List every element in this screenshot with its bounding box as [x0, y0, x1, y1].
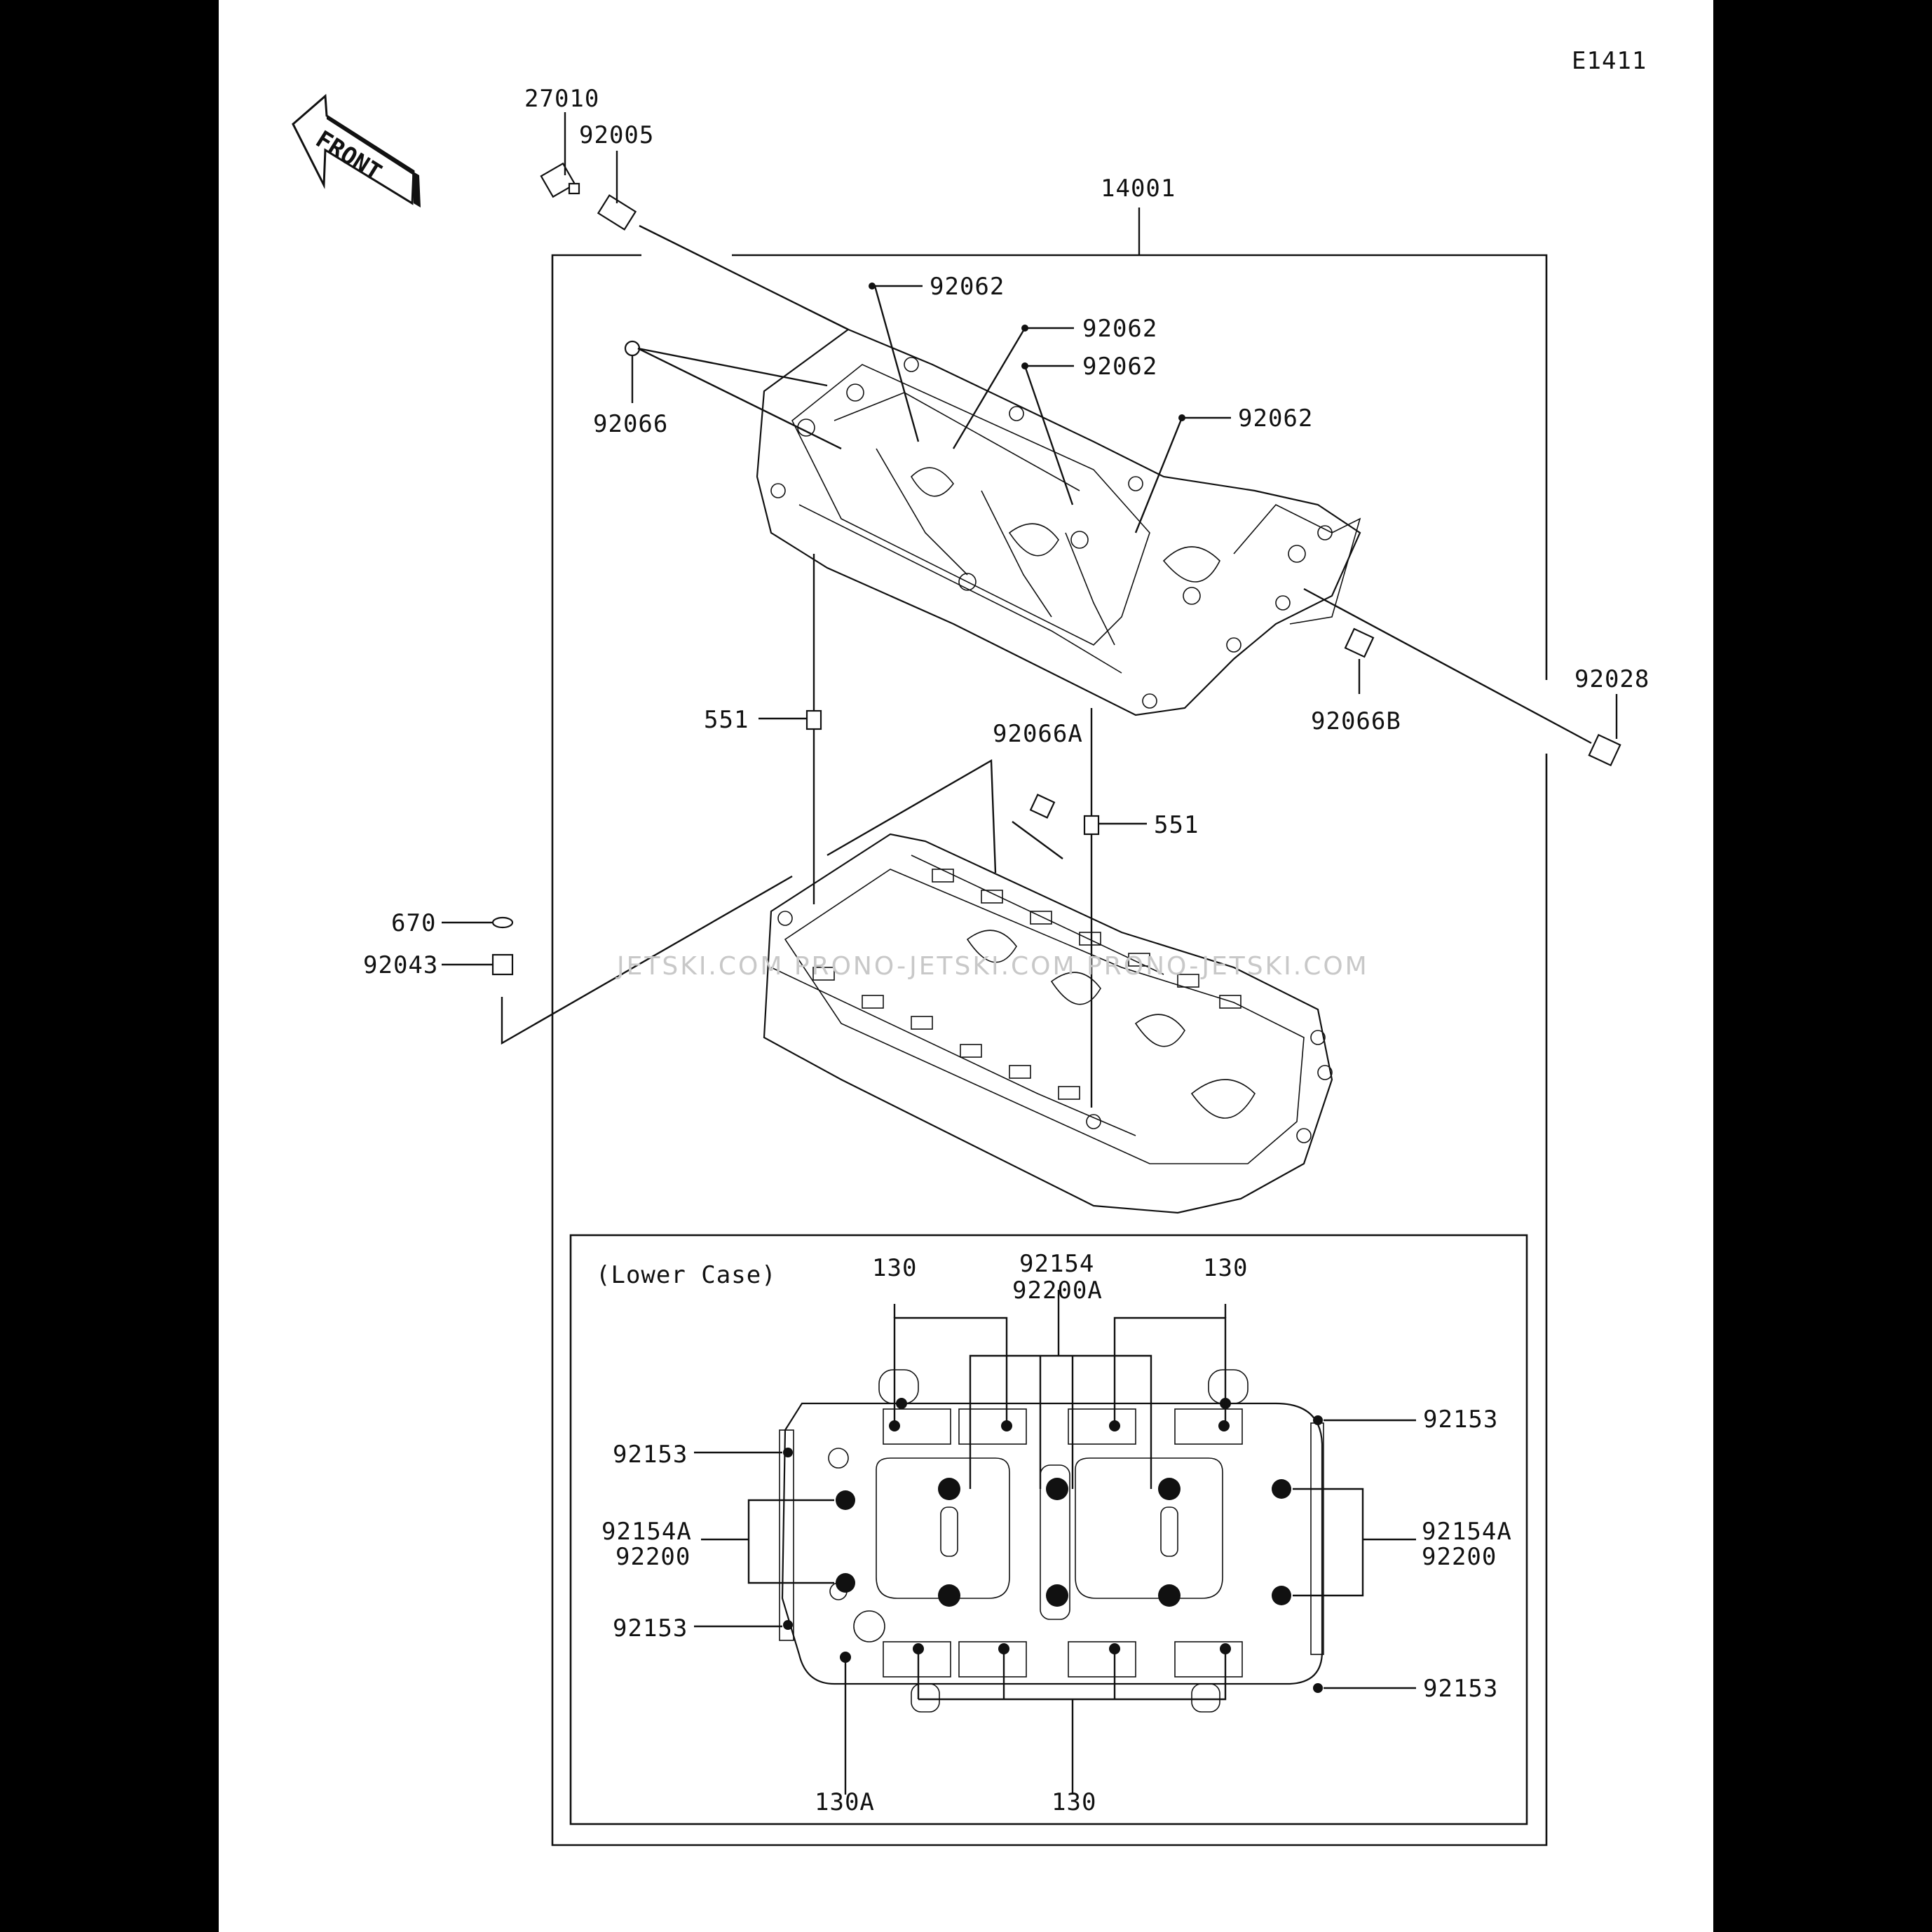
- upper-crankcase: [756, 328, 1361, 716]
- lower-case-bottom-view: [779, 1369, 1324, 1713]
- callout-92062-a[interactable]: 92062: [930, 273, 1005, 301]
- assembly-box: [551, 208, 1548, 1846]
- leader-lines: [442, 112, 1618, 1108]
- small-parts: [491, 162, 1621, 976]
- inset-callout-92154A-right[interactable]: 92154A: [1422, 1518, 1512, 1546]
- dowel-551-a-icon: [805, 709, 822, 730]
- inset-callout-130-a[interactable]: 130: [872, 1254, 917, 1282]
- lower-case-bolt-row: [812, 869, 1241, 1100]
- callout-92062-d[interactable]: 92062: [1238, 404, 1313, 433]
- watermark: JETSKI.COM PRONO-JETSKI.COM PRONO-JETSKI…: [615, 952, 1369, 981]
- inset-title: (Lower Case): [596, 1261, 777, 1289]
- plug-92066B-icon: [1344, 627, 1375, 658]
- callout-92028[interactable]: 92028: [1574, 665, 1649, 693]
- inset-leaders: [694, 1290, 1416, 1795]
- inset-callout-92153-c[interactable]: 92153: [613, 1614, 688, 1642]
- inset-callout-130-b[interactable]: 130: [1203, 1254, 1248, 1282]
- inset-callout-92200A[interactable]: 92200A: [1012, 1277, 1103, 1305]
- bolt-holes: [783, 1398, 1323, 1693]
- callout-92005[interactable]: 92005: [579, 121, 654, 149]
- lower-case-inset: [569, 1234, 1528, 1825]
- callout-27010[interactable]: 27010: [524, 85, 599, 113]
- front-arrow-icon: FRONT: [292, 93, 421, 208]
- callout-92062-b[interactable]: 92062: [1082, 315, 1157, 343]
- callout-92066[interactable]: 92066: [593, 410, 668, 438]
- ring-92066-icon: [624, 340, 641, 357]
- inset-callout-92153-a[interactable]: 92153: [1423, 1406, 1498, 1434]
- inset-callout-130-c[interactable]: 130: [1052, 1788, 1096, 1816]
- callout-14001[interactable]: 14001: [1101, 175, 1176, 203]
- callout-670[interactable]: 670: [391, 909, 436, 937]
- plug-92028-icon: [1588, 733, 1621, 767]
- inset-callout-92154[interactable]: 92154: [1019, 1250, 1094, 1278]
- oring-670-icon: [491, 916, 514, 929]
- callout-551-b[interactable]: 551: [1154, 811, 1199, 839]
- callout-551-a[interactable]: 551: [704, 706, 749, 734]
- sensor-27010-icon: [540, 162, 580, 198]
- callout-92062-c[interactable]: 92062: [1082, 353, 1157, 381]
- callout-92043[interactable]: 92043: [363, 951, 438, 979]
- plug-92066A-icon: [1029, 794, 1056, 819]
- inset-callout-130A[interactable]: 130A: [815, 1788, 875, 1816]
- inset-callout-92154A-left[interactable]: 92154A: [601, 1518, 692, 1546]
- diagram-code: E1411: [1572, 47, 1647, 75]
- lower-crankcase: [763, 833, 1333, 1214]
- inset-callout-92153-d[interactable]: 92153: [1423, 1675, 1498, 1703]
- callout-92066A[interactable]: 92066A: [993, 720, 1083, 748]
- plug-92005-icon: [597, 194, 637, 231]
- dowel-551-b-icon: [1083, 815, 1100, 836]
- inset-callout-92200-left[interactable]: 92200: [615, 1543, 691, 1571]
- callout-92066B[interactable]: 92066B: [1311, 707, 1401, 735]
- collar-92043-icon: [491, 953, 514, 976]
- inset-callout-92153-b[interactable]: 92153: [613, 1441, 688, 1469]
- inset-callout-92200-right[interactable]: 92200: [1422, 1543, 1497, 1571]
